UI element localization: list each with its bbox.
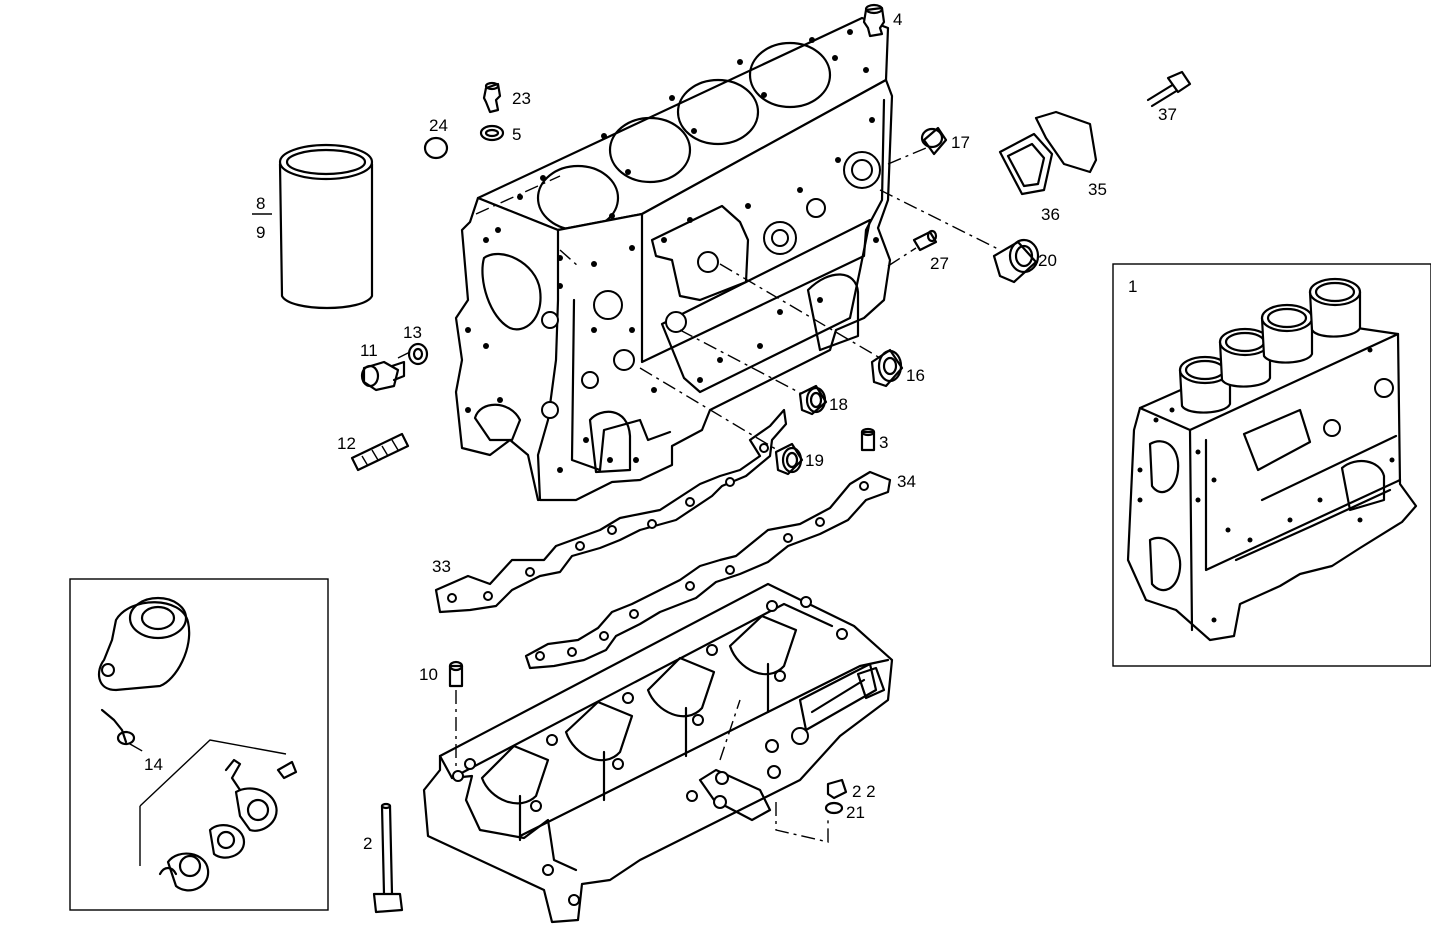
label-20: 20 xyxy=(1038,251,1057,270)
dowel-10 xyxy=(448,660,464,688)
bushing-16 xyxy=(870,348,904,388)
label-3: 3 xyxy=(879,433,888,452)
label-19: 19 xyxy=(805,451,824,470)
washer-13 xyxy=(407,342,429,366)
label-2: 2 xyxy=(363,834,372,853)
label-37: 37 xyxy=(1158,105,1177,124)
label-16: 16 xyxy=(906,366,925,385)
fitting-23 xyxy=(482,81,502,114)
label-27: 27 xyxy=(930,254,949,273)
cover-35 xyxy=(1034,110,1098,174)
label-13: 13 xyxy=(403,323,422,342)
washer-5 xyxy=(479,124,505,142)
label-5: 5 xyxy=(512,125,521,144)
label-21: 21 xyxy=(846,803,865,822)
cylinder-liner xyxy=(252,143,374,310)
label-10: 10 xyxy=(419,665,438,684)
pin-3 xyxy=(860,427,876,452)
gasket-33 xyxy=(434,408,788,614)
label-14: 14 xyxy=(144,755,163,774)
bushing-18 xyxy=(798,384,828,416)
inset-oil-jet xyxy=(69,578,329,911)
label-22: 2 2 xyxy=(852,782,876,801)
bushing-19 xyxy=(774,442,804,476)
screw-37 xyxy=(1146,70,1192,108)
bolt-2 xyxy=(372,802,404,914)
inset-complete-block xyxy=(1112,263,1431,667)
label-11: 11 xyxy=(360,341,378,360)
label-35: 35 xyxy=(1088,180,1107,199)
fitting-4 xyxy=(862,3,886,38)
cylinder-block xyxy=(454,16,894,502)
part-labels: 1 2 3 4 5 8 9 10 11 12 13 14 16 17 18 19… xyxy=(144,10,1177,853)
label-36: 36 xyxy=(1041,205,1060,224)
washer-21 xyxy=(824,801,844,815)
label-1: 1 xyxy=(1128,277,1137,296)
plug-24 xyxy=(423,136,449,160)
label-18: 18 xyxy=(829,395,848,414)
label-4: 4 xyxy=(893,10,902,29)
label-33: 33 xyxy=(432,557,451,576)
label-9: 9 xyxy=(256,223,265,242)
gasket-36 xyxy=(998,132,1054,196)
stud-12 xyxy=(350,432,410,472)
label-8: 8 xyxy=(256,194,265,213)
leader-lines xyxy=(397,147,1001,843)
label-34: 34 xyxy=(897,472,916,491)
label-12: 12 xyxy=(337,434,356,453)
label-17: 17 xyxy=(951,133,970,152)
lower-crankcase xyxy=(422,582,894,924)
fitting-22 xyxy=(826,778,848,800)
gasket-34 xyxy=(524,470,892,670)
plug-11 xyxy=(360,360,406,392)
bushing-20 xyxy=(992,238,1040,284)
plug-17 xyxy=(920,126,948,156)
label-23: 23 xyxy=(512,89,531,108)
pin-27 xyxy=(912,229,938,252)
label-24: 24 xyxy=(429,116,448,135)
